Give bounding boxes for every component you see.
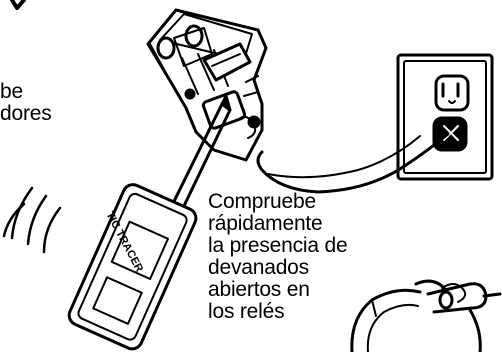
- right-caption-line: los relés: [208, 300, 285, 323]
- signal-waves: [2, 186, 62, 254]
- right-caption: Compruebe rápidamente la presencia de de…: [208, 190, 348, 323]
- corner-mark: [10, 0, 26, 10]
- right-caption-line: Compruebe: [208, 190, 316, 213]
- left-caption-line: be: [0, 80, 23, 103]
- wall-outlet: [396, 53, 494, 181]
- tic-tracer-device: [67, 183, 198, 351]
- left-caption-line: dores: [0, 102, 52, 125]
- left-caption: be dores: [0, 81, 52, 125]
- right-caption-line: devanados: [208, 256, 309, 279]
- power-cord: [256, 132, 450, 194]
- solenoid-coil: [350, 279, 502, 352]
- right-caption-line: rápidamente: [208, 212, 323, 235]
- probe-cord: [267, 135, 421, 179]
- right-caption-line: abiertos en: [208, 278, 310, 301]
- right-caption-line: la presencia de: [208, 234, 348, 257]
